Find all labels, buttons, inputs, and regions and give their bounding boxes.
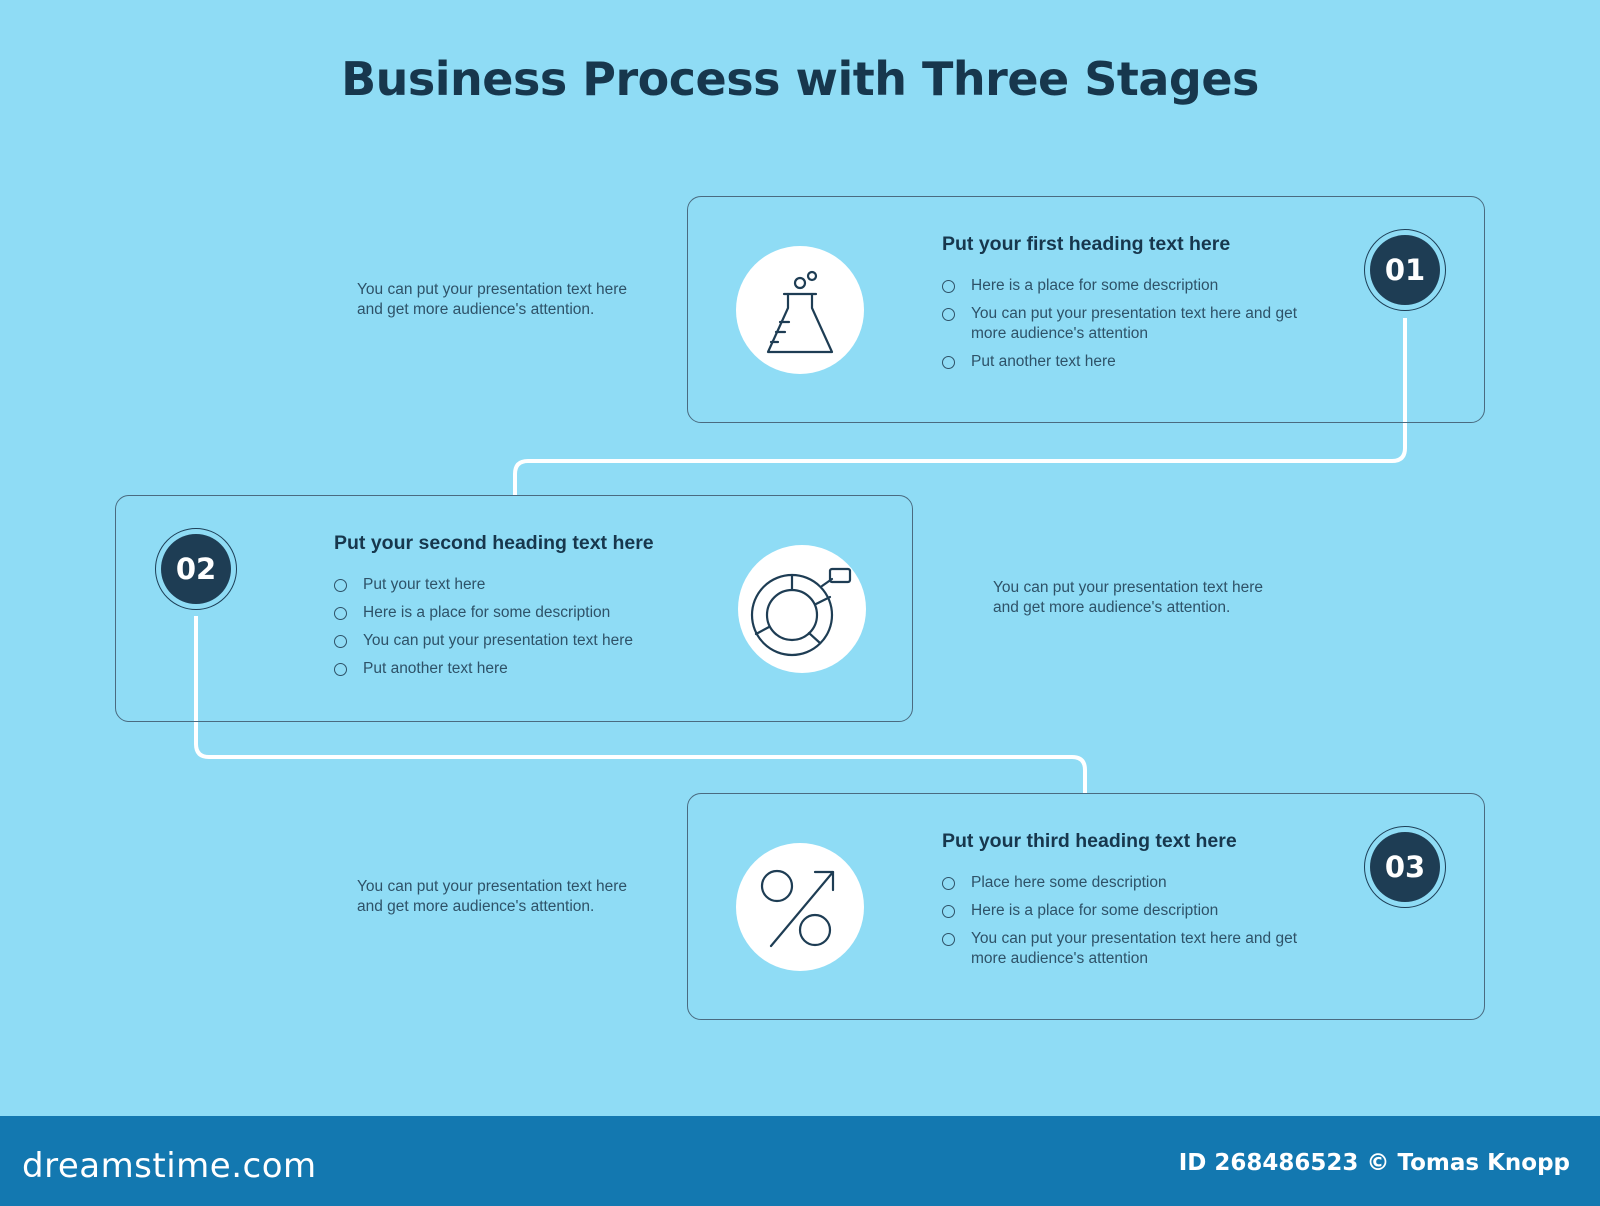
stage-1-heading: Put your first heading text here <box>942 233 1231 255</box>
bullet-circle-icon <box>942 933 955 946</box>
footer-credit: ID 268486523 © Tomas Knopp <box>1178 1150 1570 1176</box>
list-item: Put another text here <box>334 659 714 679</box>
stage-card-3: Put your third heading text here Place h… <box>687 793 1485 1020</box>
stage-2-badge: 02 <box>155 528 237 610</box>
bullet-circle-icon <box>942 905 955 918</box>
footer-logo: dreamstime.com <box>22 1146 317 1186</box>
stage-3-heading: Put your third heading text here <box>942 830 1237 852</box>
list-item: Here is a place for some description <box>942 276 1322 296</box>
donut-chart-icon <box>750 567 852 657</box>
stage-card-1: Put your first heading text here Here is… <box>687 196 1485 423</box>
stage-2-icon-circle <box>738 545 866 673</box>
footer-bar: dreamstime.com ID 268486523 © Tomas Knop… <box>0 1116 1600 1206</box>
bullet-circle-icon <box>334 663 347 676</box>
bullet-circle-icon <box>942 280 955 293</box>
stage-3-icon-circle <box>736 843 864 971</box>
stage-1-content: Put your first heading text here Here is… <box>942 233 1322 380</box>
stage-2-bullet-list: Put your text here Here is a place for s… <box>334 575 714 679</box>
list-item: Here is a place for some description <box>334 603 714 623</box>
lab-flask-icon <box>766 270 834 354</box>
stage-1-side-text: You can put your presentation text here … <box>357 281 628 318</box>
bullet-circle-icon <box>334 579 347 592</box>
list-item: Put another text here <box>942 352 1322 372</box>
stage-3-content: Put your third heading text here Place h… <box>942 830 1322 977</box>
bullet-circle-icon <box>942 877 955 890</box>
list-item: You can put your presentation text here <box>334 631 714 651</box>
stage-2-heading: Put your second heading text here <box>334 532 654 554</box>
list-item: Place here some description <box>942 873 1322 893</box>
bullet-circle-icon <box>942 308 955 321</box>
stage-number: 03 <box>1370 832 1440 902</box>
stage-2-side-text: You can put your presentation text here … <box>993 579 1264 616</box>
bullet-circle-icon <box>334 635 347 648</box>
bullet-circle-icon <box>942 356 955 369</box>
bullet-circle-icon <box>334 607 347 620</box>
stage-2-content: Put your second heading text here Put yo… <box>334 532 714 687</box>
stage-1-icon-circle <box>736 246 864 374</box>
stage-number: 02 <box>161 534 231 604</box>
page-title: Business Process with Three Stages <box>341 52 1259 106</box>
list-item: You can put your presentation text here … <box>942 304 1322 344</box>
percent-growth-icon <box>760 869 835 948</box>
list-item: Here is a place for some description <box>942 901 1322 921</box>
stage-1-bullet-list: Here is a place for some description You… <box>942 276 1322 372</box>
list-item: Put your text here <box>334 575 714 595</box>
stage-3-side-text: You can put your presentation text here … <box>357 878 628 915</box>
stage-card-2: 02 Put your second heading text here Put… <box>115 495 913 722</box>
stage-3-badge: 03 <box>1364 826 1446 908</box>
list-item: You can put your presentation text here … <box>942 929 1322 969</box>
stage-3-bullet-list: Place here some description Here is a pl… <box>942 873 1322 969</box>
stage-1-badge: 01 <box>1364 229 1446 311</box>
stage-number: 01 <box>1370 235 1440 305</box>
